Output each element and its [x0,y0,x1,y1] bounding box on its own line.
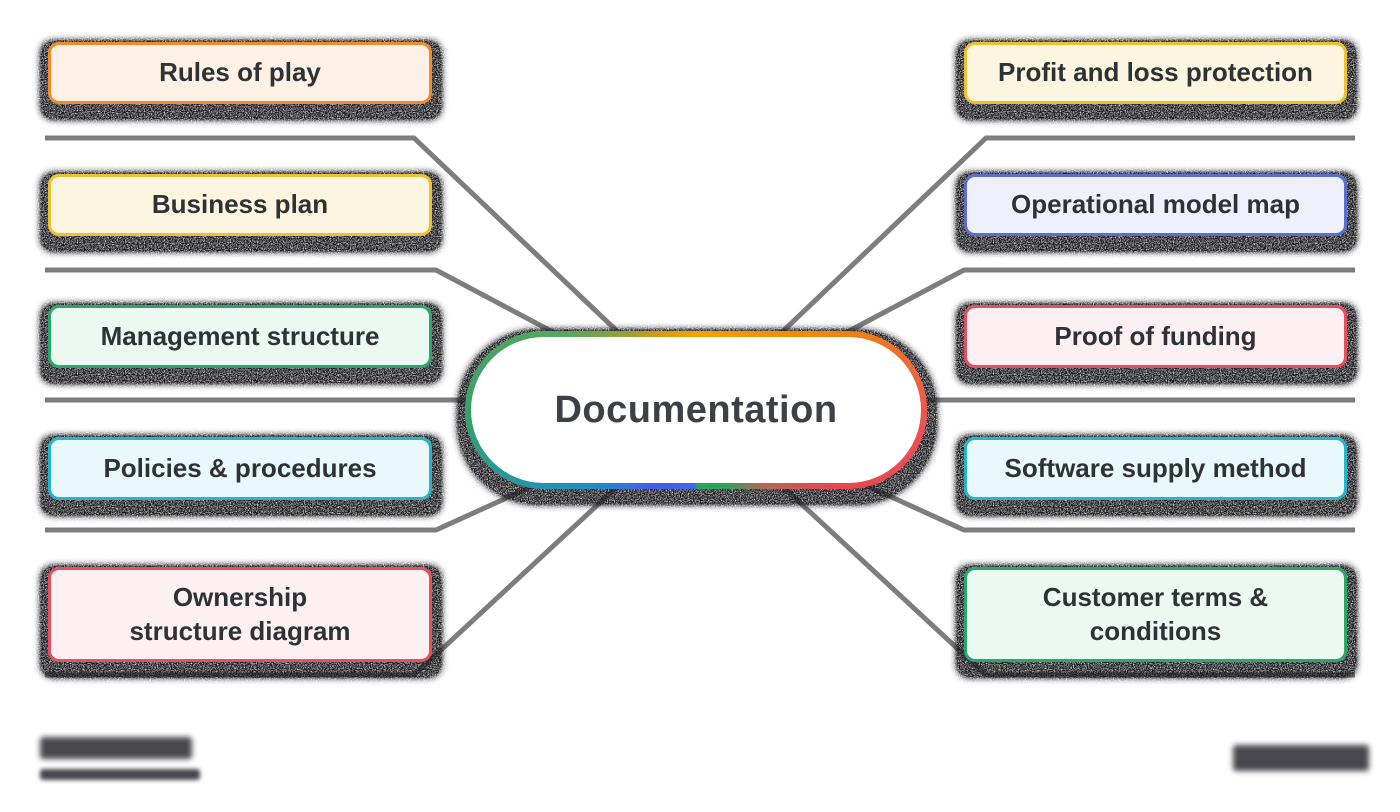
node-label: Management structure [100,320,380,351]
node-label: Business plan [151,189,329,220]
node-label: Ownership structure diagram [129,581,351,646]
node-label: Proof of funding [1054,320,1257,351]
node-rules-of-play[interactable]: Rules of play [48,42,432,104]
blurred-watermark-left-line2 [40,769,200,780]
node-proof-of-funding[interactable]: Proof of funding [964,305,1347,368]
node-label: Policies & procedures [103,452,377,483]
node-customer-terms-conditions[interactable]: Customer terms & conditions [964,567,1347,662]
connector-line [45,135,702,412]
node-label: Software supply method [1004,452,1307,483]
node-label: Rules of play [159,57,321,88]
node-ownership-structure-diagram[interactable]: Ownership structure diagram [48,567,432,662]
connector-line [698,135,1355,412]
node-software-supply-method[interactable]: Software supply method [964,437,1347,500]
center-node-documentation[interactable]: Documentation [465,331,927,489]
blurred-watermark-right [1233,745,1369,771]
node-operational-model-map[interactable]: Operational model map [964,174,1347,236]
connector-line [45,408,702,678]
node-label: Operational model map [1011,189,1300,220]
node-label: Profit and loss protection [998,57,1313,88]
connector-line [698,408,1355,678]
node-policies-procedures[interactable]: Policies & procedures [48,437,432,500]
node-label: Customer terms & conditions [1042,581,1269,646]
center-node-label: Documentation [471,337,921,483]
node-business-plan[interactable]: Business plan [48,174,432,236]
node-management-structure[interactable]: Management structure [48,305,432,368]
blurred-watermark-left-line1 [40,737,192,759]
node-profit-and-loss-protection[interactable]: Profit and loss protection [964,42,1347,104]
